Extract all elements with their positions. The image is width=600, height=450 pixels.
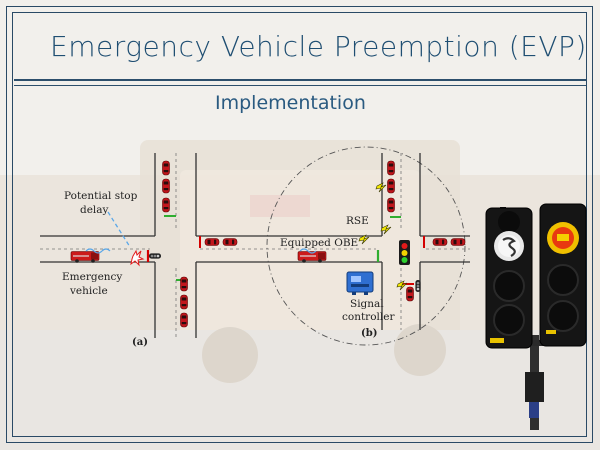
signal-head-b (415, 280, 421, 292)
label-stop-delay-1: Potential stop (64, 190, 138, 202)
intersection-a (40, 153, 272, 338)
bolt-top-icon (375, 182, 387, 193)
label-signal: Signal (350, 298, 384, 310)
title-rule (14, 79, 586, 81)
label-vehicle: vehicle (69, 285, 108, 297)
label-rse: RSE (346, 215, 369, 227)
lane-dividers-a (40, 153, 272, 338)
signal-b (399, 240, 410, 265)
signal-controller-icon (346, 271, 374, 295)
bolt-controller-icon (396, 280, 408, 291)
delay-wave (85, 248, 111, 254)
outer-frame (6, 6, 593, 443)
caption-b: (b) (361, 328, 377, 339)
cars-b (387, 160, 466, 302)
caption-a: (a) (132, 337, 148, 348)
title-rule-thin (14, 85, 586, 86)
slide-title: Emergency Vehicle Preemption (EVP) (50, 30, 587, 63)
label-controller: controller (342, 311, 395, 323)
label-obe: Equipped OBE (280, 237, 358, 249)
fire-truck-a (70, 250, 100, 264)
lane-dividers-b (272, 153, 470, 330)
communication-range (266, 146, 466, 346)
slide-subtitle: Implementation (215, 92, 366, 114)
signal-head-a (149, 253, 161, 259)
stop-delay-pointer (107, 211, 131, 248)
label-emergency: Emergency (62, 271, 122, 283)
label-stop-delay-2: delay (80, 204, 109, 216)
traffic-light-photo (485, 203, 587, 430)
stop-delay-marker (130, 249, 145, 267)
siren-wave-b (299, 248, 317, 254)
